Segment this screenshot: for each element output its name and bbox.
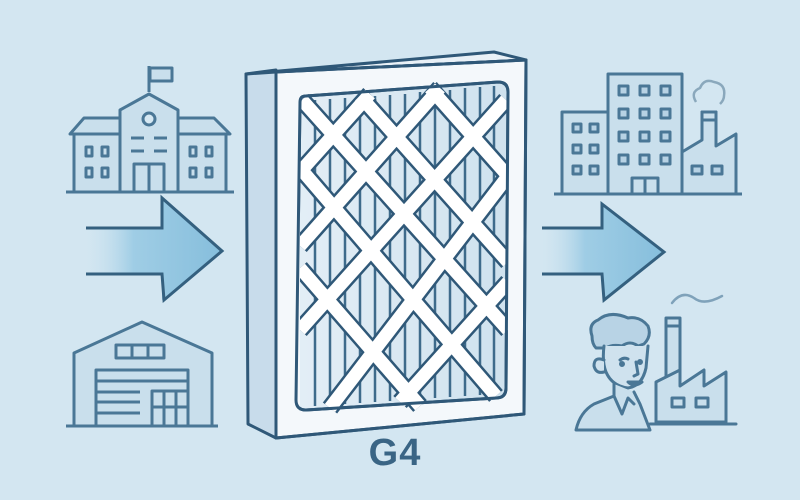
flow-arrow-right <box>542 200 667 303</box>
filter-grade-label: G4 <box>368 432 422 474</box>
city-factory-icon <box>554 72 742 196</box>
filter-lattice <box>295 83 514 412</box>
flow-arrow-left <box>86 194 225 304</box>
filter-side <box>244 68 278 440</box>
warehouse-icon <box>66 320 218 428</box>
person-factory-icon <box>574 293 738 432</box>
g4-filter <box>244 50 528 440</box>
school-icon <box>66 66 234 194</box>
